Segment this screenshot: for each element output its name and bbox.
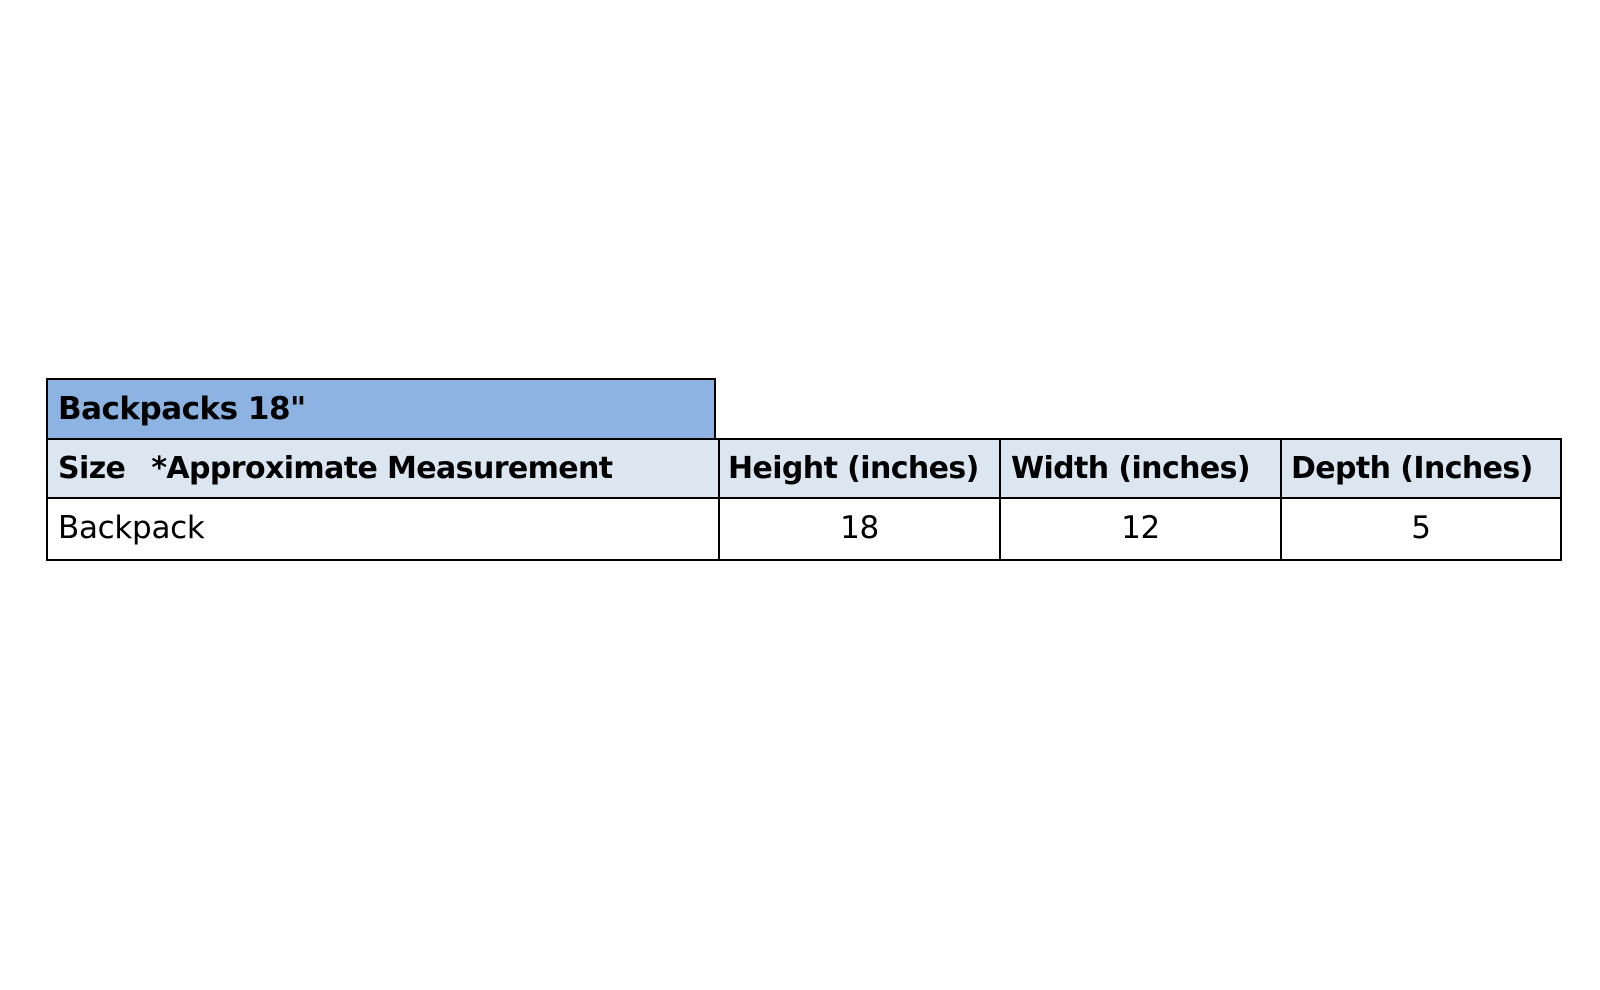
header-width: Width (inches): [999, 440, 1280, 497]
header-size-label: Size: [58, 451, 126, 486]
header-note-label: *Approximate Measurement: [151, 451, 613, 486]
header-depth: Depth (Inches): [1280, 440, 1560, 497]
header-height: Height (inches): [718, 440, 999, 497]
header-size-cell: Size *Approximate Measurement: [48, 440, 718, 497]
row-height: 18: [718, 497, 999, 559]
table-row: Backpack 18 12 5: [46, 497, 1562, 561]
row-depth: 5: [1280, 497, 1560, 559]
table-title: Backpacks 18": [46, 378, 716, 438]
row-width: 12: [999, 497, 1280, 559]
row-size: Backpack: [58, 510, 205, 546]
header-row: Size *Approximate Measurement Height (in…: [46, 438, 1562, 499]
